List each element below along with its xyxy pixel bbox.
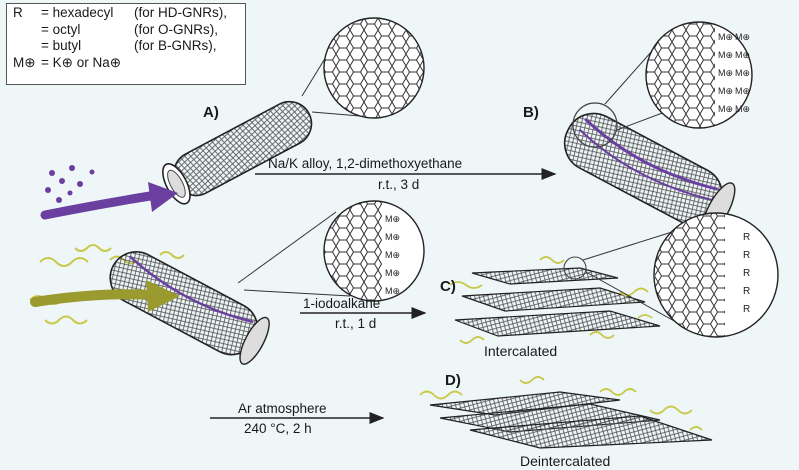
step1-conditions: Na/K alloy, 1,2-dimethoxyethane [268,156,462,171]
metal-label: M⊕ [385,214,400,224]
graphene-zoom-b: M⊕ M⊕ M⊕ M⊕ M⊕ M⊕ M⊕ M⊕ M⊕ M⊕ [640,18,752,133]
metal-label: M⊕ [718,104,733,114]
metal-ions [45,165,95,203]
r-group-label: R [743,250,750,261]
nanotube-c [101,243,275,368]
metal-label: M⊕ [718,50,733,60]
zoom-line [617,112,665,130]
panel-label-c: C) [440,278,456,295]
metal-label: M⊕ [385,250,400,260]
stacked-ribbons-d [420,377,712,448]
step1-time: r.t., 3 d [378,177,419,192]
panel-label-a: A) [203,104,219,121]
metal-label: M⊕ [718,68,733,78]
panel-label-b: B) [523,104,539,121]
graphene-zoom-c2: R R R R R [654,212,778,340]
metal-label: M⊕ [718,86,733,96]
stacked-ribbons-c [450,257,660,343]
metal-label: M⊕ [735,32,750,42]
panel-label-d: D) [445,372,461,389]
step2-reagent: 1-iodoalkane [303,296,380,311]
metal-label: M⊕ [385,232,400,242]
step3-temperature: 240 °C, 2 h [244,421,312,436]
step2-time: r.t., 1 d [335,316,376,331]
caption-deintercalated: Deintercalated [520,453,610,469]
r-group-label: R [743,232,750,243]
metal-label: M⊕ [718,32,733,42]
r-group-label: R [743,268,750,279]
caption-intercalated: Intercalated [484,343,557,359]
nanotube-a [157,94,319,208]
r-group-label: R [743,286,750,297]
step3-atmosphere: Ar atmosphere [238,401,327,416]
metal-label: M⊕ [385,268,400,278]
r-group-label: R [743,304,750,315]
graphene-zoom-c1: M⊕ M⊕ M⊕ M⊕ M⊕ [322,198,424,308]
graphene-zoom-a [320,14,430,124]
metal-label: M⊕ [735,68,750,78]
zoom-line [238,212,336,283]
